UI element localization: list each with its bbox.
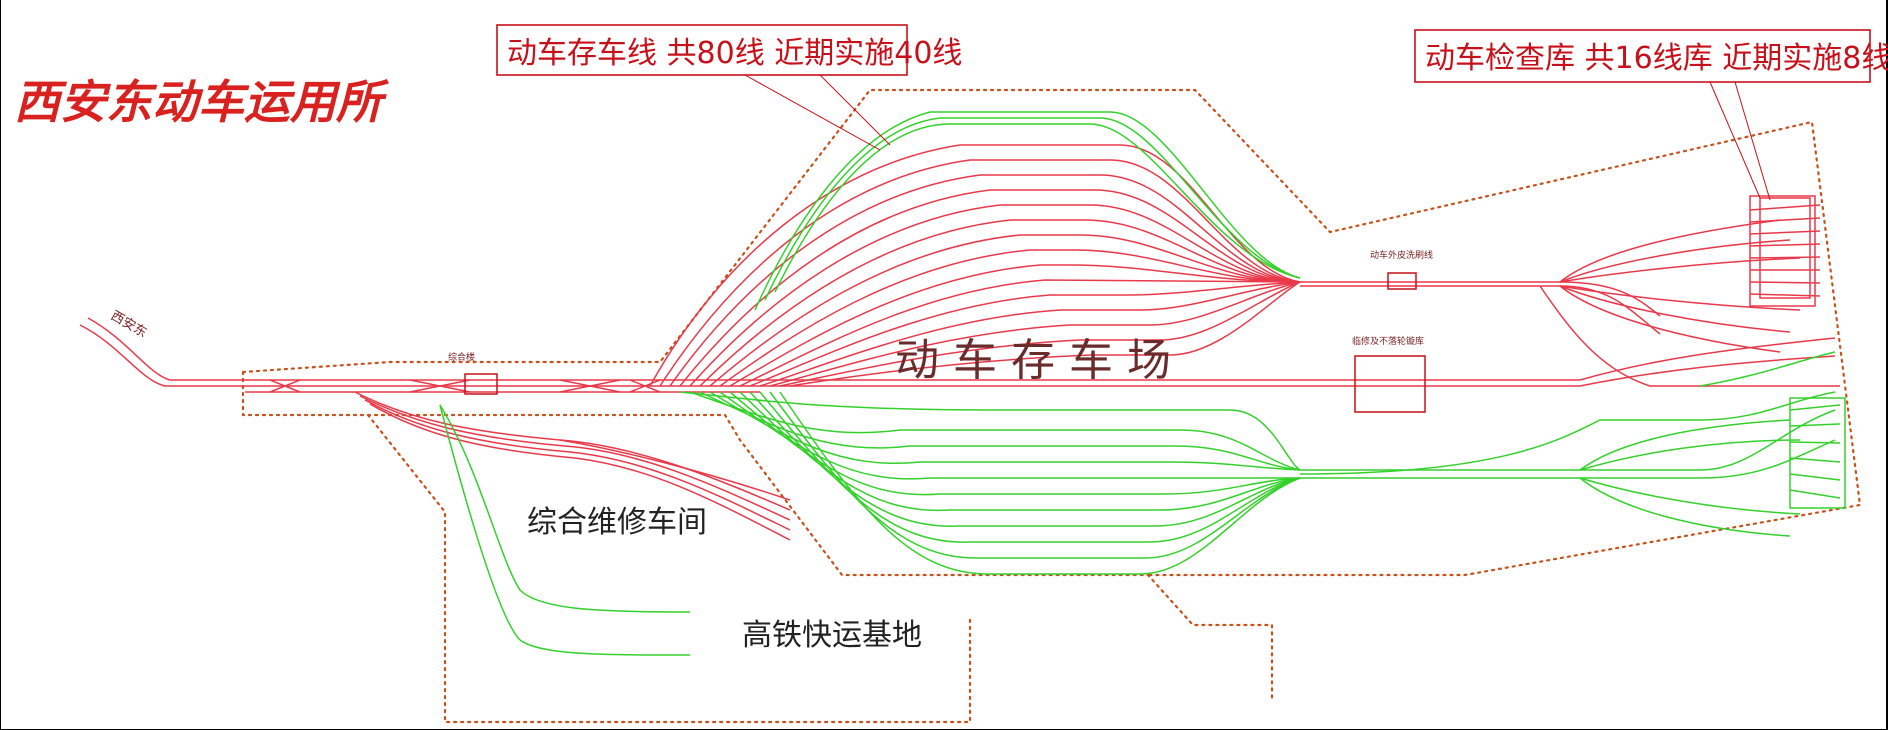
maintenance-workshop-label: 综合维修车间 (527, 505, 707, 540)
near-term-tracks (79, 144, 1840, 541)
storage-lines-callout: 动车存车线 共80线 近期实施40线 (507, 36, 962, 71)
buildings (464, 195, 1846, 509)
inspection-depot-box-3 (1759, 197, 1811, 299)
small-building-label-1: 综合楼 (448, 351, 475, 363)
inspection-depot-box-2 (1789, 397, 1846, 509)
storage-lines-callout-box (496, 24, 908, 76)
inspection-depot-callout-box (1414, 29, 1871, 83)
express-base-label: 高铁快运基地 (742, 618, 922, 653)
building-rect-1 (464, 373, 498, 395)
inspection-depot-box-1 (1749, 195, 1816, 307)
future-tracks (439, 111, 1841, 656)
storage-yard-label: 动车存车场 (895, 335, 1185, 386)
building-rect-2 (1354, 355, 1426, 413)
small-building-label-2: 动车外皮洗刷线 (1370, 249, 1433, 261)
inspection-depot-callout: 动车检查库 共16线库 近期实施8线库 (1425, 41, 1888, 76)
small-building-label-3: 临修及不落轮镟库 (1352, 335, 1424, 347)
page-title: 西安东动车运用所 (14, 75, 389, 129)
site-boundary (241, 88, 1862, 724)
building-rect-3 (1387, 272, 1417, 290)
callout-leaders (744, 74, 1771, 201)
